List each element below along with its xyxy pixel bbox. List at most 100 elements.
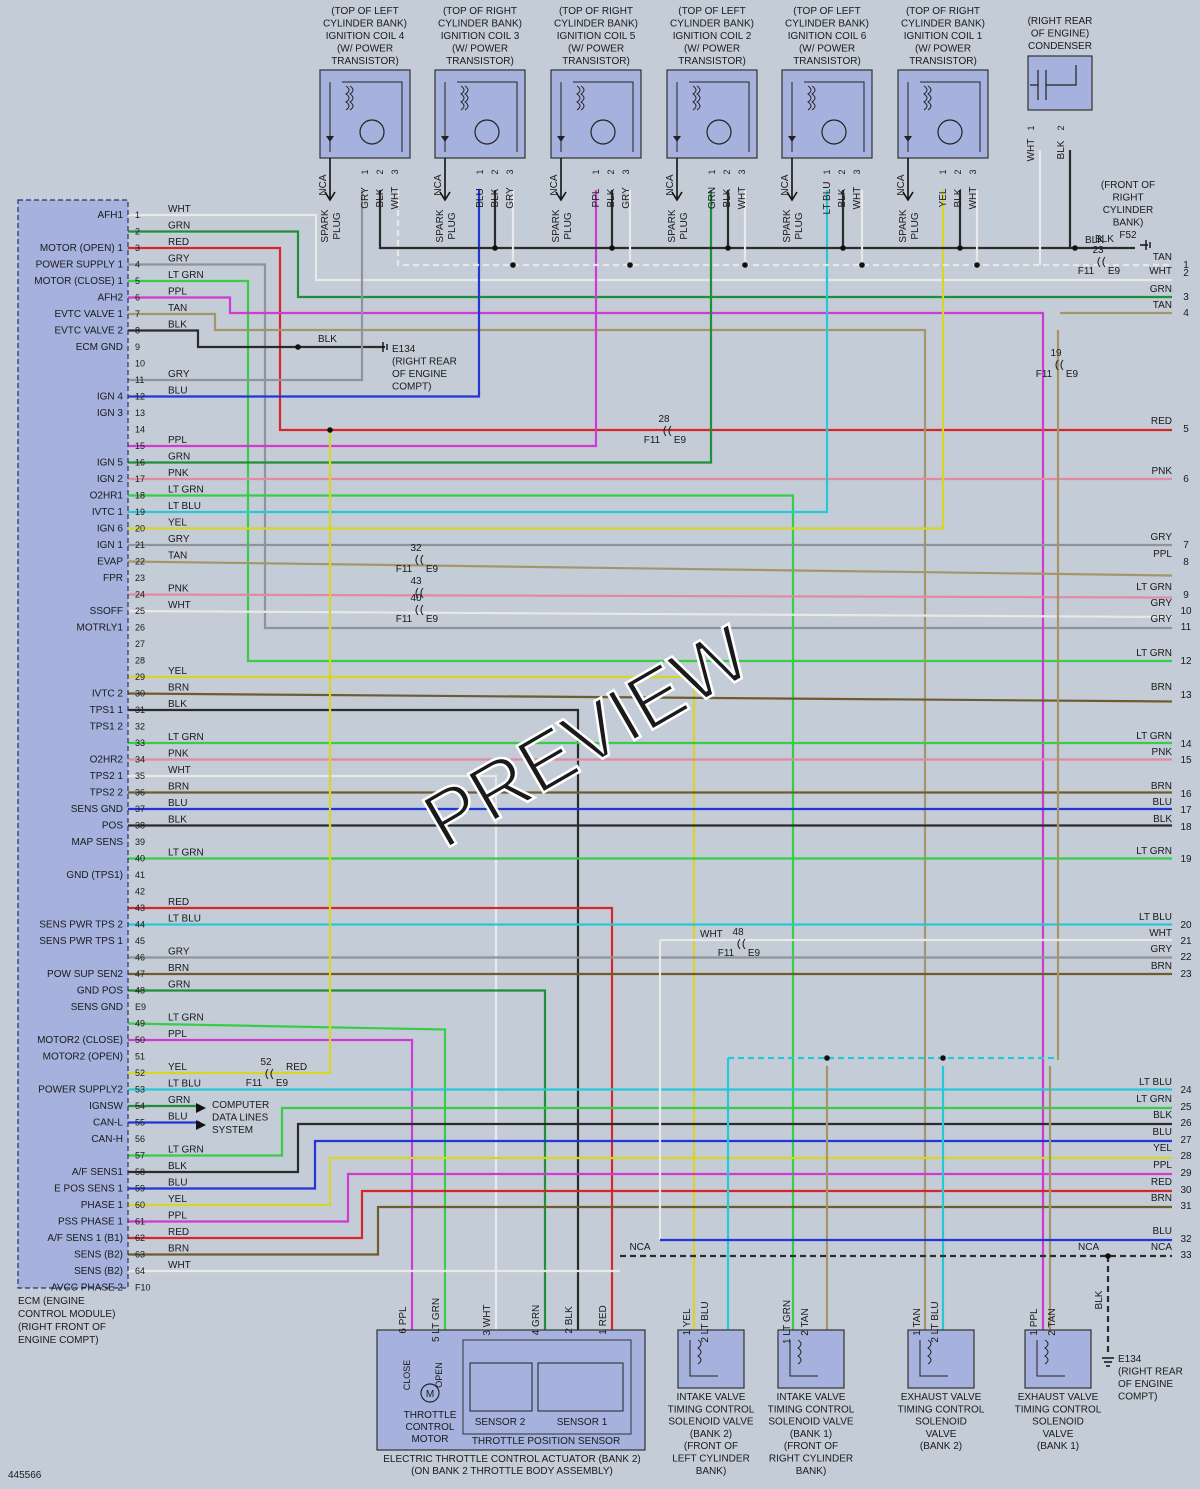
- ignition-coil-1: [319, 69, 411, 159]
- solenoid-label: (BANK 1): [790, 1429, 832, 1440]
- ecm-wire-color: BLK: [168, 320, 187, 331]
- ecm-pin-number: 13: [135, 408, 145, 418]
- ecm-wire-color: PPL: [168, 1211, 187, 1222]
- ground-e134-bottom-label: E134: [1118, 1354, 1142, 1365]
- right-edge-color: PPL: [1153, 549, 1172, 560]
- ecm-wire-color: BRN: [168, 782, 189, 793]
- ecm-pin-name: TPS2 2: [90, 788, 124, 799]
- throttle-sensor-box: [462, 1339, 632, 1435]
- connector-id-b: E9: [426, 614, 439, 625]
- coil-wire-color: GRY: [505, 187, 516, 209]
- ground-e134-top-label: (RIGHT REAR: [392, 357, 457, 368]
- diode-icon: [441, 136, 449, 142]
- coil-nca: NCA: [896, 174, 907, 195]
- coil-title: IGNITION COIL 5: [557, 31, 636, 42]
- coil-wire-color: WHT: [390, 187, 401, 210]
- ecm-pin-name: MOTOR (OPEN) 1: [40, 243, 124, 254]
- right-edge-color: LT BLU: [1139, 1077, 1172, 1088]
- right-edge-color: LT GRN: [1136, 582, 1172, 593]
- solenoid-label: SOLENOID VALVE: [668, 1417, 754, 1428]
- ecm-pin-name: TPS1 1: [90, 705, 124, 716]
- coil-box: [550, 69, 642, 159]
- ecm-wire-52: [128, 430, 332, 1075]
- connector-id-b: E9: [1108, 266, 1121, 277]
- ecm-wire-color: RED: [168, 1227, 189, 1238]
- throttle-position-sensor-label: THROTTLE POSITION SENSOR: [472, 1436, 620, 1447]
- right-edge-color: LT GRN: [1136, 731, 1172, 742]
- blk-top-label: BLK: [1085, 235, 1104, 246]
- ground-e134-bottom-label: OF ENGINE: [1118, 1379, 1173, 1390]
- ecm-wire-color: GRY: [168, 534, 190, 545]
- right-edge-color: RED: [1151, 416, 1172, 427]
- condenser-pin: 2: [1056, 125, 1066, 130]
- ecm-pin-name: IGN 5: [97, 458, 124, 469]
- ecm-pin-number: 30: [135, 689, 145, 699]
- sensor-2-box: [469, 1362, 533, 1412]
- ecm-wire-8: [128, 329, 380, 349]
- coil-wire-color: GRN: [707, 187, 718, 209]
- ecm-pin-name: A/F SENS 1 (B1): [47, 1233, 123, 1244]
- ecm-wire-color: PNK: [168, 468, 189, 479]
- connector-arc: [265, 1068, 274, 1080]
- right-edge-color: BLU: [1153, 1127, 1172, 1138]
- throttle-motor-label: CONTROL: [406, 1422, 455, 1433]
- right-edge-number: 24: [1180, 1085, 1192, 1096]
- right-edge-color: GRY: [1151, 598, 1173, 609]
- ignition-coil-4: [666, 69, 758, 159]
- throttle-motor-label: MOTOR: [411, 1434, 448, 1445]
- coil-title: (TOP OF LEFT: [678, 6, 745, 17]
- right-edge-color: LT GRN: [1136, 1094, 1172, 1105]
- ecm-wire-color: BRN: [168, 1244, 189, 1255]
- ecm-wire-50: [128, 1038, 414, 1330]
- solenoid-label: (BANK 1): [1037, 1441, 1079, 1452]
- coil-symbol: [807, 85, 816, 111]
- splice-dot: [1072, 245, 1078, 251]
- ecm-wire-60: [128, 1156, 1172, 1207]
- ecm-wire-color: WHT: [168, 765, 191, 776]
- ecm-wire-16: [128, 190, 713, 464]
- spark-plug-arrow: [439, 158, 451, 202]
- splice-dot: [510, 262, 516, 268]
- component-layer: [17, 55, 1151, 1451]
- coil-symbol: [692, 85, 701, 111]
- connector-id-b: E9: [674, 435, 687, 446]
- splice-dot: [609, 245, 615, 251]
- right-edge-number: 23: [1180, 969, 1192, 980]
- right-edge-number: 1: [1183, 260, 1189, 271]
- coil-wire-color: WHT: [852, 187, 863, 210]
- connector-number: 52: [260, 1057, 272, 1068]
- coil-pin-number: 3: [505, 169, 515, 174]
- ecm-pin-number: 25: [135, 606, 145, 616]
- ecm-wire-7: [128, 312, 927, 1330]
- coil-pin-number: 3: [621, 169, 631, 174]
- right-edge-color: BLU: [1153, 797, 1172, 808]
- right-edge-number: 25: [1180, 1102, 1192, 1113]
- ecm-pin-name: EVTC VALVE 1: [54, 309, 123, 320]
- right-edge-number: 13: [1180, 690, 1192, 701]
- coil-wire-color: BLK: [490, 188, 501, 207]
- ecm-pin-name: EVTC VALVE 2: [54, 326, 123, 337]
- solenoid-box: [1024, 1329, 1092, 1389]
- ecm-pin-number: 37: [135, 804, 145, 814]
- ecm-wire-color: LT GRN: [168, 485, 204, 496]
- right-edge-number: 17: [1180, 805, 1192, 816]
- throttle-pin-label: 6 PPL: [398, 1306, 409, 1334]
- right-edge-number: 15: [1180, 755, 1192, 766]
- ecm-pin-name: MOTRLY1: [77, 623, 124, 634]
- ecm-pin-number: 27: [135, 639, 145, 649]
- ecm-block: [17, 199, 129, 1289]
- ecm-wire-color: PPL: [168, 435, 187, 446]
- ecm-pin-number: F10: [135, 1283, 151, 1293]
- power-transistor-icon: [821, 119, 847, 145]
- ecm-wire-5: [128, 279, 1172, 663]
- spark-plug-label: PLUG: [447, 212, 458, 239]
- ecm-wire-25: [127, 609, 1173, 619]
- nca-right-label: NCA: [1078, 1242, 1099, 1253]
- ecm-pin-number: 32: [135, 722, 145, 732]
- ecm-pin-number: 4: [135, 260, 140, 270]
- connector-arc: [1097, 256, 1106, 268]
- ground-f52-label: F52: [1119, 230, 1137, 241]
- ecm-wire-color: LT GRN: [168, 1145, 204, 1156]
- right-edge-number: 10: [1180, 606, 1192, 617]
